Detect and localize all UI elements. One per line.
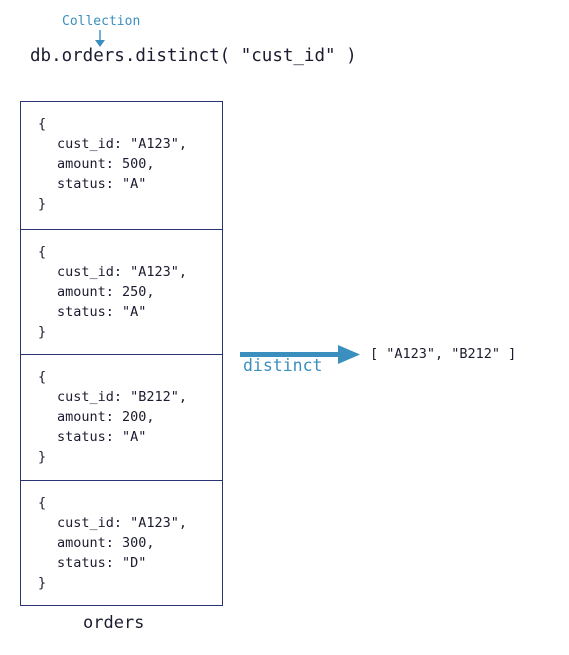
doc-close-brace: }: [38, 196, 47, 212]
doc-field: cust_id: "A123",: [57, 136, 188, 152]
distinct-arrow-icon: [240, 345, 360, 364]
collection-box: { cust_id: "A123", amount: 500, status: …: [20, 101, 223, 606]
doc-field: cust_id: "B212",: [57, 389, 188, 405]
collection-annotation: Collection: [62, 14, 141, 29]
command-text: db.orders.distinct( "cust_id" ): [30, 46, 357, 66]
doc-open-brace: {: [38, 369, 47, 385]
doc-close-brace: }: [38, 324, 47, 340]
doc-field: status: "A": [57, 176, 147, 192]
doc-field: status: "A": [57, 304, 147, 320]
doc-field: amount: 300,: [57, 535, 155, 551]
doc-field: amount: 200,: [57, 409, 155, 425]
doc-field: cust_id: "A123",: [57, 264, 188, 280]
doc-close-brace: }: [38, 575, 47, 591]
doc-field: amount: 500,: [57, 156, 155, 172]
document-card: { cust_id: "A123", amount: 250, status: …: [21, 230, 222, 355]
document-card: { cust_id: "A123", amount: 500, status: …: [21, 102, 222, 230]
doc-field: cust_id: "A123",: [57, 515, 188, 531]
doc-open-brace: {: [38, 244, 47, 260]
doc-field: status: "D": [57, 555, 147, 571]
operation-label: distinct: [243, 356, 323, 375]
result-text: [ "A123", "B212" ]: [370, 346, 517, 362]
doc-close-brace: }: [38, 449, 47, 465]
doc-field: amount: 250,: [57, 284, 155, 300]
doc-open-brace: {: [38, 116, 47, 132]
annotation-arrow-icon: [95, 30, 105, 47]
document-card: { cust_id: "B212", amount: 200, status: …: [21, 355, 222, 481]
doc-open-brace: {: [38, 495, 47, 511]
collection-name-label: orders: [83, 613, 145, 633]
document-card: { cust_id: "A123", amount: 300, status: …: [21, 481, 222, 605]
doc-field: status: "A": [57, 429, 147, 445]
